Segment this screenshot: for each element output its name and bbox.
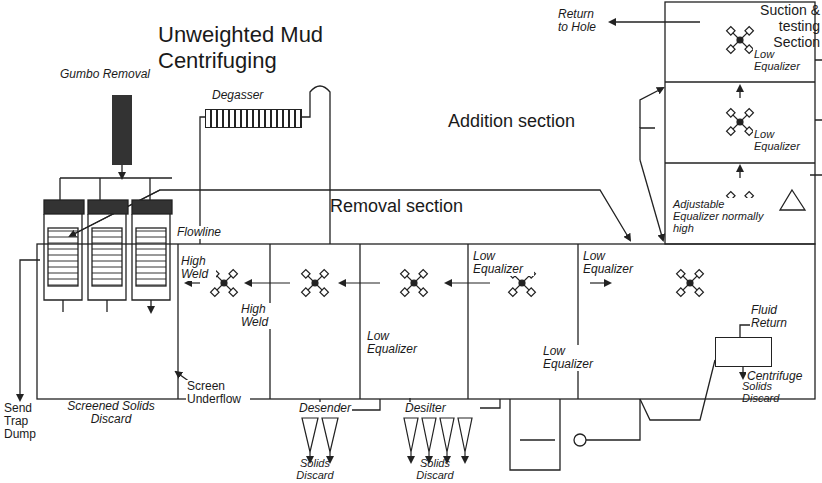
flow-arrow — [186, 282, 200, 283]
agitator-symbol — [677, 270, 704, 297]
equipment-box: Desilter — [402, 402, 474, 418]
annotation-label: Low Equalizer — [366, 330, 428, 356]
hydrocyclone-cone — [322, 418, 338, 452]
flow-arrow — [246, 282, 290, 283]
equipment-box: Degasser — [205, 109, 302, 128]
annotation-label: High Weld — [240, 303, 276, 329]
annotation-label: Screen Underflow — [186, 380, 250, 406]
annotation-label: Low Equalizer — [582, 250, 644, 276]
annotation-label: Solids Discard — [290, 457, 340, 481]
equipment-box: Centrifuge — [715, 337, 772, 367]
diagram-title: Unweighted Mud Centrifuging — [158, 22, 418, 74]
equipment-label: Degasser — [212, 89, 263, 102]
annotation-label: Solids Discard — [410, 457, 460, 481]
hydrocyclone-cone — [302, 418, 318, 452]
annotation-label: Low Equalizer — [753, 48, 811, 72]
annotation-label: Adjustable Equalizer normally high — [672, 198, 774, 234]
annotation-label: Removal section — [330, 196, 490, 216]
annotation-label: Low Equalizer — [542, 345, 604, 371]
annotation-label: Return to Hole — [558, 8, 604, 34]
equipment-label: Desilter — [404, 402, 447, 415]
annotation-label: Fluid Return — [750, 304, 792, 330]
annotation-label: Send Trap Dump — [4, 402, 40, 441]
equipment-label: Desender — [298, 402, 352, 415]
equipment-box: Desender — [300, 402, 345, 418]
agitator-symbol — [302, 270, 329, 297]
agitator-symbol — [727, 27, 754, 54]
flow-arrow — [446, 282, 490, 283]
annotation-label: Solids Discard — [742, 380, 792, 404]
annotation-label: Low Equalizer — [753, 128, 811, 152]
annotation-label: High Weld — [180, 255, 216, 281]
annotation-label: Addition section — [448, 111, 608, 131]
hydrocyclone-cone — [440, 418, 454, 452]
hydrocyclone-cone — [458, 418, 472, 452]
agitator-symbol — [401, 270, 428, 297]
hydrocyclone-cone — [404, 418, 418, 452]
annotation-label: Suction & testing Section — [738, 2, 820, 50]
hydrocyclone-cone — [422, 418, 436, 452]
flow-arrow — [340, 282, 380, 283]
equipment-label: Gumbo Removal — [60, 68, 150, 81]
equipment-box: Gumbo Removal — [112, 95, 132, 165]
annotation-label: Flowline — [176, 226, 222, 239]
annotation-label: Screened Solids Discard — [46, 400, 176, 426]
flow-arrow — [590, 282, 610, 283]
agitator-symbol — [727, 109, 754, 136]
annotation-label: Low Equalizer — [472, 250, 534, 276]
